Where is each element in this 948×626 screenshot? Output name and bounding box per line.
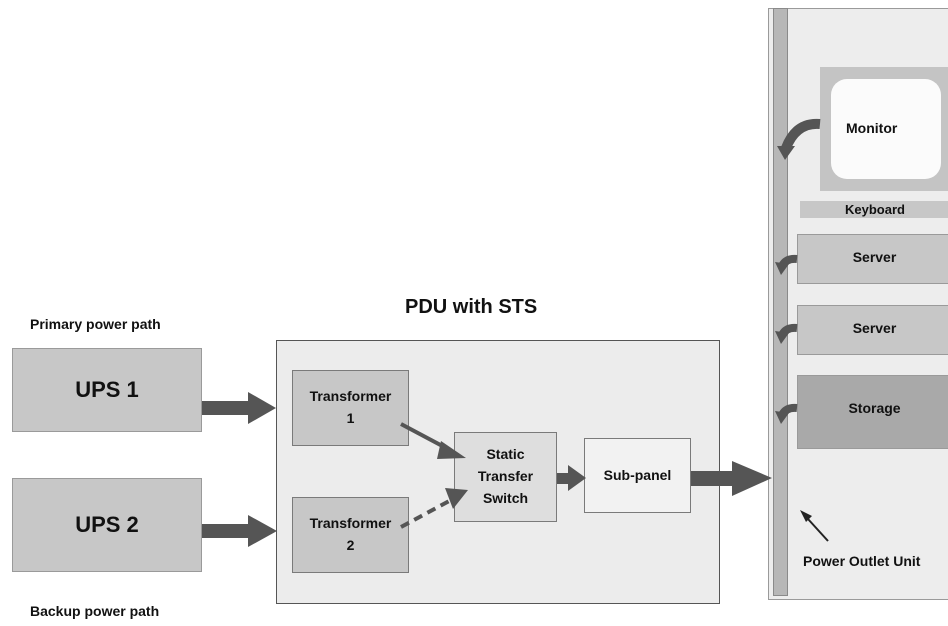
static-transfer-switch-label: Static Transfer Switch — [477, 446, 534, 506]
server-1-device: Server — [797, 234, 948, 284]
arrow-ups1-to-transformer1 — [202, 392, 276, 424]
ups-2-label: UPS 2 — [75, 512, 139, 537]
pointer-power-outlet-unit — [800, 510, 829, 542]
arrow-ups2-to-transformer2 — [202, 515, 277, 547]
ups-1-label: UPS 1 — [75, 377, 139, 402]
storage-device: Storage — [797, 375, 948, 449]
static-transfer-switch-box: Static Transfer Switch — [454, 432, 557, 522]
keyboard-device: Keyboard — [800, 201, 948, 218]
transformer-1-box: Transformer 1 — [292, 370, 409, 446]
power-outlet-unit-label: Power Outlet Unit — [803, 553, 921, 569]
arrow-server1-power-cord — [775, 254, 798, 275]
pdu-title: PDU with STS — [405, 296, 538, 318]
transformer-2-label: Transformer 2 — [309, 515, 392, 553]
arrow-monitor-power-cord — [777, 118, 821, 160]
monitor-screen — [831, 79, 941, 179]
server-2-device: Server — [797, 305, 948, 355]
monitor-label: Monitor — [846, 120, 898, 136]
transformer-1-label: Transformer 1 — [309, 388, 392, 426]
arrow-subpanel-to-outlet-unit — [691, 461, 772, 496]
arrow-storage-power-cord — [775, 403, 798, 424]
backup-power-path-label: Backup power path — [30, 603, 160, 619]
storage-label: Storage — [848, 400, 901, 416]
server-2-label: Server — [852, 320, 897, 336]
arrow-transformer2-to-sts-dashed — [400, 488, 468, 529]
primary-power-path-label: Primary power path — [30, 316, 161, 332]
arrow-transformer1-to-sts — [400, 422, 466, 459]
arrow-server2-power-cord — [775, 323, 798, 344]
transformer-2-box: Transformer 2 — [292, 497, 409, 573]
ups-1-box: UPS 1 — [12, 348, 202, 432]
keyboard-label: Keyboard — [845, 202, 905, 217]
sub-panel-box: Sub-panel — [584, 438, 691, 513]
ups-2-box: UPS 2 — [12, 478, 202, 572]
sub-panel-label: Sub-panel — [603, 466, 672, 483]
arrow-sts-to-subpanel — [557, 465, 586, 491]
server-1-label: Server — [852, 249, 897, 265]
